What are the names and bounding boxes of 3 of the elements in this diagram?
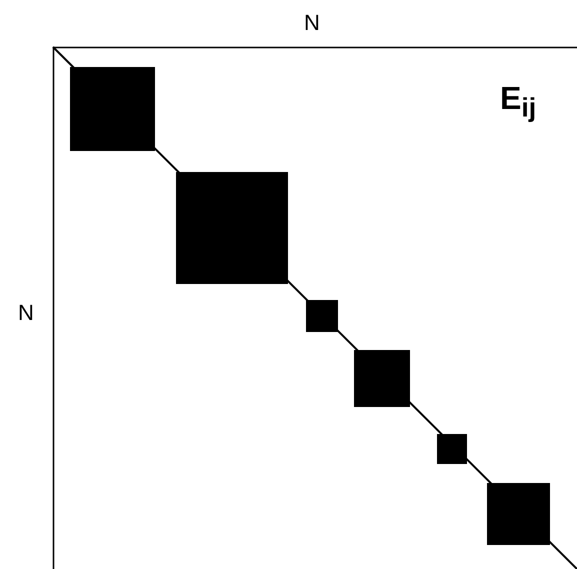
axis-label: N	[18, 302, 34, 324]
matrix-label: E$_{ij}$	[500, 82, 536, 122]
axis-label: N	[304, 12, 320, 34]
